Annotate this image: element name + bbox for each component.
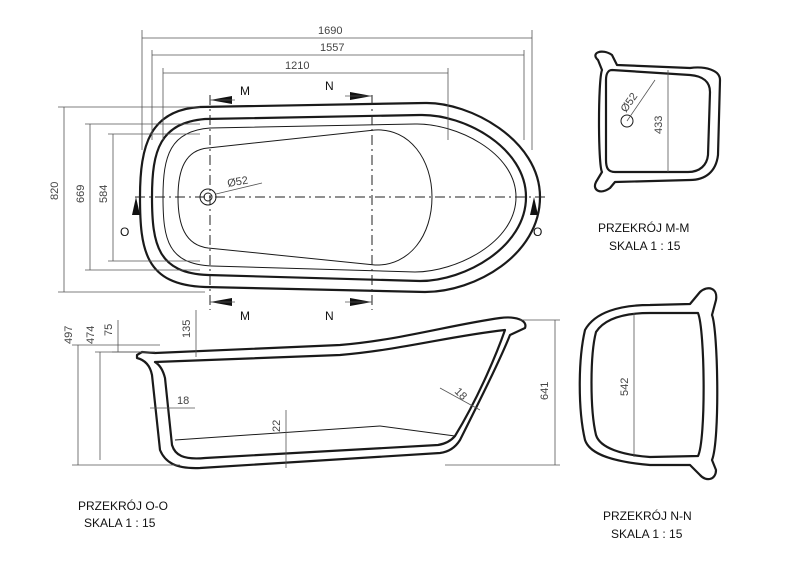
dim-22: 22 <box>271 420 283 432</box>
section-oo-outer <box>135 316 527 470</box>
section-nn-title: PRZEKRÓJ N-N <box>603 508 692 523</box>
section-mm-scale: SKALA 1 : 15 <box>609 239 681 253</box>
dim-497: 497 <box>63 326 75 344</box>
drain-diameter-label: Ø52 <box>226 175 249 190</box>
section-nn-outer <box>578 287 719 481</box>
section-n-n: 542 PRZEKRÓJ N-N SKALA 1 : 15 <box>578 287 719 541</box>
dim-474: 474 <box>85 326 97 344</box>
tub-basin-edge <box>162 123 517 273</box>
cut-label-o-left: O <box>120 225 129 239</box>
cut-label-m-top: M <box>240 84 250 98</box>
section-oo-inner <box>153 328 507 460</box>
dim-584: 584 <box>98 185 110 203</box>
section-nn-inner <box>590 311 705 459</box>
tub-inner-rim <box>150 113 528 283</box>
dim-75: 75 <box>103 324 115 336</box>
section-nn-scale: SKALA 1 : 15 <box>611 527 683 541</box>
tub-floor <box>177 129 433 266</box>
drain-mm <box>620 114 634 128</box>
dim-1690: 1690 <box>318 25 342 37</box>
dim-820: 820 <box>49 182 61 200</box>
section-oo-title: PRZEKRÓJ O-O <box>78 498 168 513</box>
dim-1210: 1210 <box>285 60 309 72</box>
dim-1557: 1557 <box>320 42 344 54</box>
dim-18-right: 18 <box>452 386 469 403</box>
dim-542: 542 <box>619 378 631 396</box>
dim-135: 135 <box>181 320 193 338</box>
top-view: Ø52 1690 1557 1210 820 669 584 <box>49 25 545 323</box>
cut-label-m-bottom: M <box>240 309 250 323</box>
cut-label-n-bottom: N <box>325 309 334 323</box>
dim-641: 641 <box>539 382 551 400</box>
section-mm-drain-label: Ø52 <box>619 91 641 115</box>
section-mm-title: PRZEKRÓJ M-M <box>598 220 689 235</box>
tub-outer-rim <box>138 101 542 294</box>
dim-669: 669 <box>75 185 87 203</box>
dim-18-left: 18 <box>177 395 189 407</box>
section-mm-inner <box>604 68 712 174</box>
cut-label-o-right: O <box>533 225 542 239</box>
section-m-m: Ø52 433 PRZEKRÓJ M-M SKALA 1 : 15 <box>593 50 722 253</box>
section-oo-scale: SKALA 1 : 15 <box>84 516 156 530</box>
section-mm-outer <box>593 50 722 193</box>
dim-433: 433 <box>653 116 665 134</box>
cut-label-n-top: N <box>325 79 334 93</box>
section-o-o: 497 474 75 135 18 22 18 641 PRZEKRÓJ O-O… <box>63 310 560 530</box>
